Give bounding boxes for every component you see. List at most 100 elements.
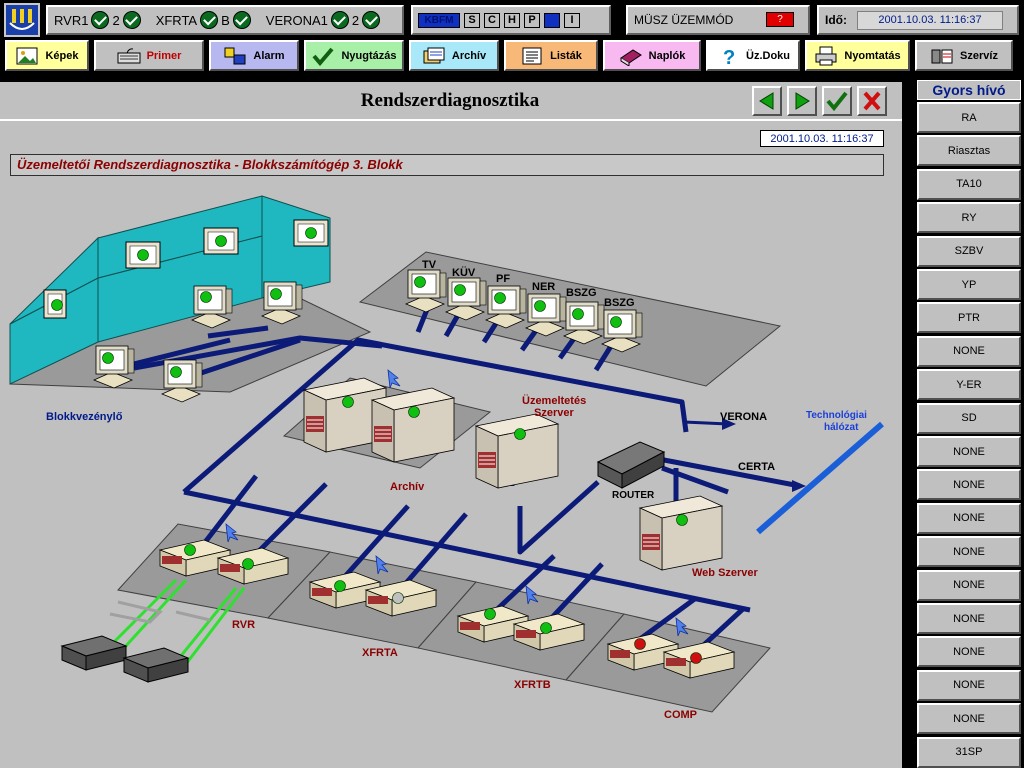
label-uzemeltetes-line1: Üzemeltetés [522, 394, 586, 407]
quick-call-button[interactable]: PTR [917, 302, 1021, 334]
quick-call-button[interactable]: SZBV [917, 235, 1021, 267]
status-led-unknown[interactable] [392, 592, 404, 604]
quick-call-button[interactable]: NONE [917, 703, 1021, 735]
quick-call-button[interactable]: NONE [917, 335, 1021, 367]
system-name: VERONA1 [265, 12, 328, 28]
status-led-ok[interactable] [676, 514, 688, 526]
quick-call-button[interactable]: Riasztas [917, 135, 1021, 167]
mode-key-kbfm[interactable]: KBFM [418, 12, 460, 28]
main-window: Rendszerdiagnosztika 2001.10.03. 11:16:3… [0, 82, 902, 768]
status-led-ok[interactable] [540, 622, 552, 634]
status-led-ok[interactable] [215, 235, 227, 247]
close-button[interactable] [857, 86, 887, 116]
system-xfrta[interactable]: XFRTA B [156, 11, 254, 29]
next-page-button[interactable] [787, 86, 817, 116]
status-led-ok[interactable] [342, 396, 354, 408]
quick-call-button[interactable]: NONE [917, 469, 1021, 501]
ok-check-icon [200, 11, 219, 29]
nav-listak-button[interactable]: Listák [504, 40, 598, 71]
archive-icon [423, 47, 445, 63]
status-led-ok[interactable] [242, 558, 254, 570]
quick-call-button[interactable]: NONE [917, 636, 1021, 668]
status-led-ok[interactable] [184, 544, 196, 556]
time-label: Idő: [825, 13, 847, 27]
status-led-ok[interactable] [534, 300, 546, 312]
quick-call-button[interactable]: NONE [917, 569, 1021, 601]
nav-alarm-button[interactable]: Alarm [209, 40, 299, 71]
quick-call-button[interactable]: NONE [917, 502, 1021, 534]
mode-key-z[interactable]: Z [544, 12, 560, 28]
quick-call-button[interactable]: NONE [917, 536, 1021, 568]
prev-page-button[interactable] [752, 86, 782, 116]
time-value: 2001.10.03. 11:16:37 [857, 10, 1003, 30]
label-pf: PF [496, 273, 510, 285]
label-blokkvezenylo: Blokkvezénylő [46, 411, 123, 423]
arrow-right-icon [795, 92, 810, 110]
nav-naplok-button[interactable]: Naplók [603, 40, 701, 71]
label-tv: TV [422, 259, 437, 271]
status-led-fail[interactable] [634, 638, 646, 650]
status-led-ok[interactable] [484, 608, 496, 620]
system-status-box: RVR1 2 XFRTA B VERONA1 2 [46, 5, 404, 35]
check-icon [826, 91, 848, 112]
nav-kepek-button[interactable]: Képek [5, 40, 89, 71]
nav-archiv-button[interactable]: Archív [409, 40, 499, 71]
status-led-ok[interactable] [572, 308, 584, 320]
status-led-ok[interactable] [51, 299, 63, 311]
navigation-bar: Képek Primer Alarm Nyugtázás Archív List… [0, 40, 1024, 72]
status-led-ok[interactable] [514, 428, 526, 440]
status-led-ok[interactable] [170, 366, 182, 378]
confirm-button[interactable] [822, 86, 852, 116]
status-led-ok[interactable] [102, 352, 114, 364]
status-led-ok[interactable] [334, 580, 346, 592]
system-verona1[interactable]: VERONA1 2 [266, 11, 383, 29]
operation-mode-box: MÜSZ ÜZEMMÓD ? [626, 5, 810, 35]
label-ner: NER [532, 281, 555, 293]
status-led-ok[interactable] [414, 276, 426, 288]
status-led-ok[interactable] [200, 291, 212, 303]
quick-call-button[interactable]: TA10 [917, 168, 1021, 200]
nav-label: Képek [45, 49, 79, 62]
status-led-ok[interactable] [610, 316, 622, 328]
quick-call-button[interactable]: YP [917, 269, 1021, 300]
nav-szerviz-button[interactable]: Szervíz [915, 40, 1013, 71]
mode-key-i[interactable]: I [564, 12, 580, 28]
quick-call-button[interactable]: Y-ER [917, 369, 1021, 401]
status-led-ok[interactable] [454, 284, 466, 296]
mode-key-p[interactable]: P [524, 12, 540, 28]
status-led-fail[interactable] [690, 652, 702, 664]
page-title: Rendszerdiagnosztika [360, 90, 540, 111]
mode-key-c[interactable]: C [484, 12, 500, 28]
status-led-ok[interactable] [494, 292, 506, 304]
mode-key-s[interactable]: S [464, 12, 480, 28]
svg-text:?: ? [723, 47, 735, 66]
nav-uzdoku-button[interactable]: ? Üz.Doku [706, 40, 800, 71]
quick-call-button[interactable]: NONE [917, 603, 1021, 634]
nav-nyugtazas-button[interactable]: Nyugtázás [304, 40, 404, 71]
ok-check-icon [330, 11, 349, 29]
quick-call-button[interactable]: NONE [917, 669, 1021, 701]
label-xfrtb: XFRTB [514, 679, 551, 691]
status-led-ok[interactable] [270, 288, 282, 300]
mode-alarm-button[interactable]: ? [766, 12, 794, 27]
status-led-ok[interactable] [137, 249, 149, 261]
quick-call-button[interactable]: RA [917, 102, 1021, 133]
quick-call-button[interactable]: RY [917, 202, 1021, 234]
status-led-ok[interactable] [305, 227, 317, 239]
nav-label: Szervíz [960, 49, 998, 62]
system-value: 2 [112, 12, 120, 28]
keyboard-icon [117, 47, 141, 63]
mode-key-h[interactable]: H [504, 12, 520, 28]
mode-keys-box: KBFM S C H P Z I [411, 5, 611, 35]
nav-primer-button[interactable]: Primer [94, 40, 204, 71]
status-led-ok[interactable] [408, 406, 420, 418]
system-rvr1[interactable]: RVR1 2 [54, 11, 144, 29]
quick-call-button[interactable]: SD [917, 402, 1021, 434]
nav-nyomtatas-button[interactable]: Nyomtatás [805, 40, 910, 71]
quick-call-button[interactable]: NONE [917, 436, 1021, 467]
diagram-subheading: Üzemeltetői Rendszerdiagnosztika - Blokk… [10, 154, 884, 176]
logo-icon [6, 5, 38, 35]
system-value: B [221, 12, 230, 28]
quick-call-button[interactable]: 31SP [917, 736, 1021, 768]
